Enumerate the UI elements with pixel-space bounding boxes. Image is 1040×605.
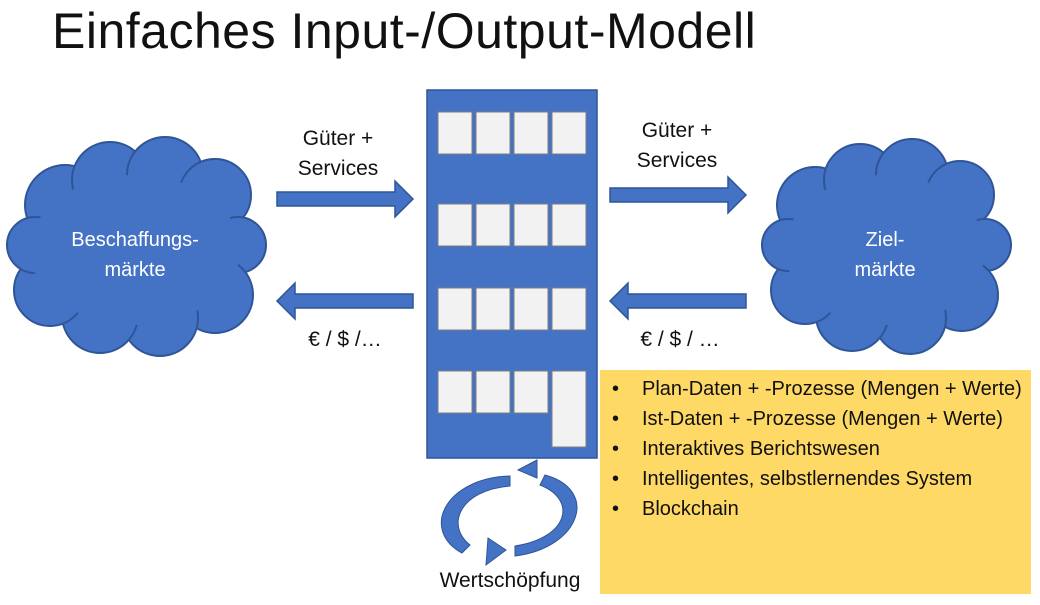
money-in-label: € / $ / … bbox=[640, 328, 720, 351]
money-out-arrow bbox=[275, 281, 414, 321]
list-item: Intelligentes, selbstlernendes System bbox=[612, 464, 1023, 494]
list-item: Interaktives Berichtswesen bbox=[612, 434, 1023, 464]
value-creation-cycle-icon bbox=[440, 459, 578, 567]
list-item: Blockchain bbox=[612, 494, 1023, 524]
features-box: Plan-Daten + -Prozesse (Mengen + Werte) … bbox=[600, 370, 1031, 594]
goods-in-label: Güter + Services bbox=[297, 127, 379, 180]
money-out-label: € / $ /… bbox=[308, 328, 382, 351]
money-in-arrow bbox=[608, 281, 747, 321]
company-building bbox=[426, 89, 598, 459]
goods-out-label: Güter + Services bbox=[636, 119, 718, 172]
goods-out-arrow bbox=[609, 175, 748, 215]
target-market-label: Ziel- märkte bbox=[854, 229, 916, 281]
list-item: Plan-Daten + -Prozesse (Mengen + Werte) bbox=[612, 374, 1023, 404]
features-list: Plan-Daten + -Prozesse (Mengen + Werte) … bbox=[600, 370, 1031, 524]
target-market-cloud bbox=[761, 138, 1012, 355]
list-item: Ist-Daten + -Prozesse (Mengen + Werte) bbox=[612, 404, 1023, 434]
goods-in-arrow bbox=[276, 179, 415, 219]
slide-title: Einfaches Input-/Output-Modell bbox=[52, 3, 757, 59]
procurement-market-label: Beschaffungs- märkte bbox=[71, 229, 199, 281]
procurement-market-cloud bbox=[6, 136, 267, 357]
value-creation-label: Wertschöpfung bbox=[439, 569, 581, 592]
